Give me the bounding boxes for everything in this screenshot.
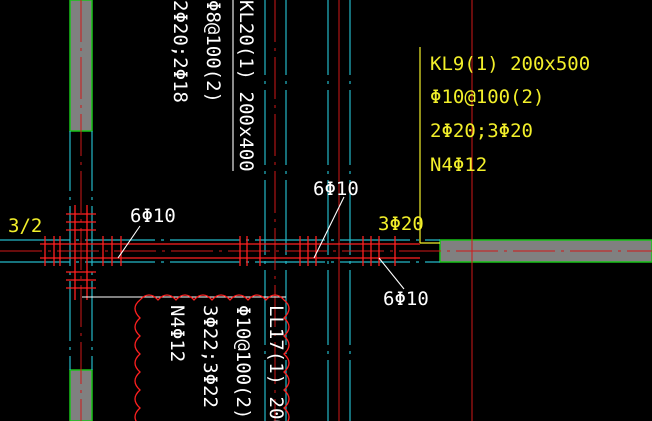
ll17-side-bars: N4Φ12 — [166, 305, 188, 362]
ll17-stirrup: Φ10@100(2) — [232, 305, 254, 419]
rebar-marks — [40, 205, 420, 300]
kl20-stirrup: Φ8@100(2) — [202, 0, 224, 103]
kl20-main-bars: 2Φ20;2Φ18 — [169, 0, 191, 103]
ll17-main-bars: 3Φ22;3Φ22 — [199, 305, 221, 408]
revision-cloud — [134, 294, 290, 421]
rebar-label-right-top: 3Φ20 — [378, 213, 424, 235]
kl9-stirrup: Φ10@100(2) — [430, 86, 544, 108]
ll17-title: LL17(1) 200 — [265, 305, 287, 421]
annotations: KL9(1) 200x500 Φ10@100(2) 2Φ20;3Φ20 N4Φ1… — [8, 0, 590, 421]
rebar-label-left: 6Φ10 — [130, 205, 176, 227]
edge-label: 3/2 — [8, 215, 42, 237]
kl20-title: KL20(1) 200x400 — [235, 0, 257, 172]
kl9-title: KL9(1) 200x500 — [430, 53, 590, 75]
kl9-main-bars: 2Φ20;3Φ20 — [430, 120, 533, 142]
kl9-leader — [419, 47, 440, 244]
kl9-side-bars: N4Φ12 — [430, 154, 487, 176]
rebar-label-right-bottom: 6Φ10 — [383, 288, 429, 310]
rebar-label-mid: 6Φ10 — [313, 178, 359, 200]
